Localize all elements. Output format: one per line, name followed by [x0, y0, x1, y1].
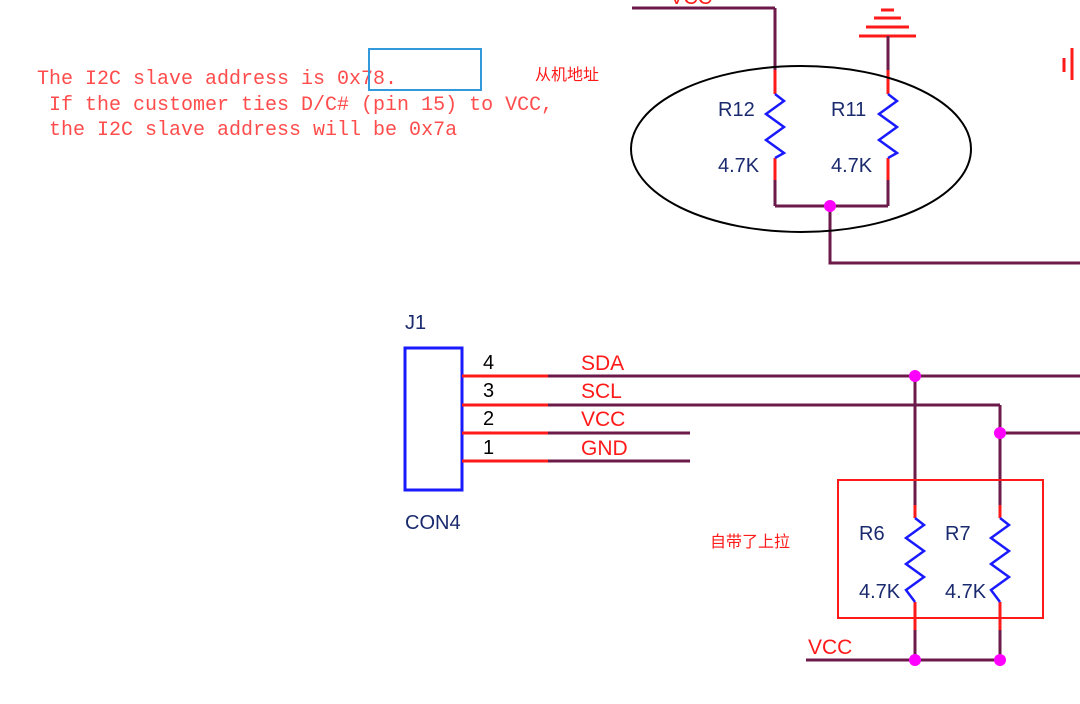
pullup-box: [837, 479, 1044, 619]
r11-value: 4.7K: [831, 155, 873, 177]
r12-value: 4.7K: [718, 155, 760, 177]
pullup-pin-stubs: [913, 505, 1002, 630]
pin-1-number: 1: [483, 437, 494, 459]
partial-symbol-right: [1062, 48, 1074, 80]
r11-ref: R11: [831, 99, 866, 121]
net-sda-label: SDA: [581, 352, 624, 375]
r7-value: 4.7K: [945, 581, 987, 603]
top-network-wires: [773, 8, 1080, 265]
r7-resistor: [988, 517, 1012, 603]
ground-symbol: [859, 8, 916, 38]
r6-resistor: [903, 517, 927, 603]
top-junction: [824, 200, 836, 212]
note-line-2: If the customer ties D/C# (pin 15) to VC…: [37, 94, 553, 117]
i2c-address-note: The I2C slave address is 0x78. If the cu…: [37, 68, 553, 142]
sda-junction: [909, 370, 921, 382]
connector-pin-stubs: [462, 374, 548, 463]
r12-ref: R12: [718, 99, 755, 121]
scl-junction: [994, 427, 1006, 439]
net-vcc-label: VCC: [581, 408, 625, 431]
junctions: [909, 370, 1006, 666]
connector-body: [403, 346, 464, 492]
address-highlight-box: [368, 48, 482, 91]
pin-3-number: 3: [483, 380, 494, 402]
pin-2-number: 2: [483, 408, 494, 430]
note-line-3: the I2C slave address will be 0x7a: [37, 119, 457, 142]
r6-value: 4.7K: [859, 581, 901, 603]
r7-ref: R7: [945, 523, 971, 545]
vcc-junction-left: [909, 654, 921, 666]
top-pin-stubs: [773, 70, 890, 180]
r11-resistor: [876, 93, 900, 160]
highlight-ellipse: [630, 65, 972, 233]
vcc-junction-right: [994, 654, 1006, 666]
r12-resistor: [763, 93, 787, 160]
net-gnd-label: GND: [581, 437, 628, 460]
net-scl-label: SCL: [581, 380, 622, 403]
top-vcc-label: VCC: [670, 0, 712, 9]
connector-ref: J1: [405, 312, 426, 334]
bottom-vcc-label: VCC: [808, 636, 852, 659]
note-line-1: The I2C slave address is 0x78.: [37, 68, 397, 91]
slave-address-label: 从机地址: [535, 66, 599, 84]
connector-part: CON4: [405, 512, 461, 534]
pin-4-number: 4: [483, 352, 494, 374]
r6-ref: R6: [859, 523, 885, 545]
pullup-note: 自带了上拉: [710, 533, 790, 551]
